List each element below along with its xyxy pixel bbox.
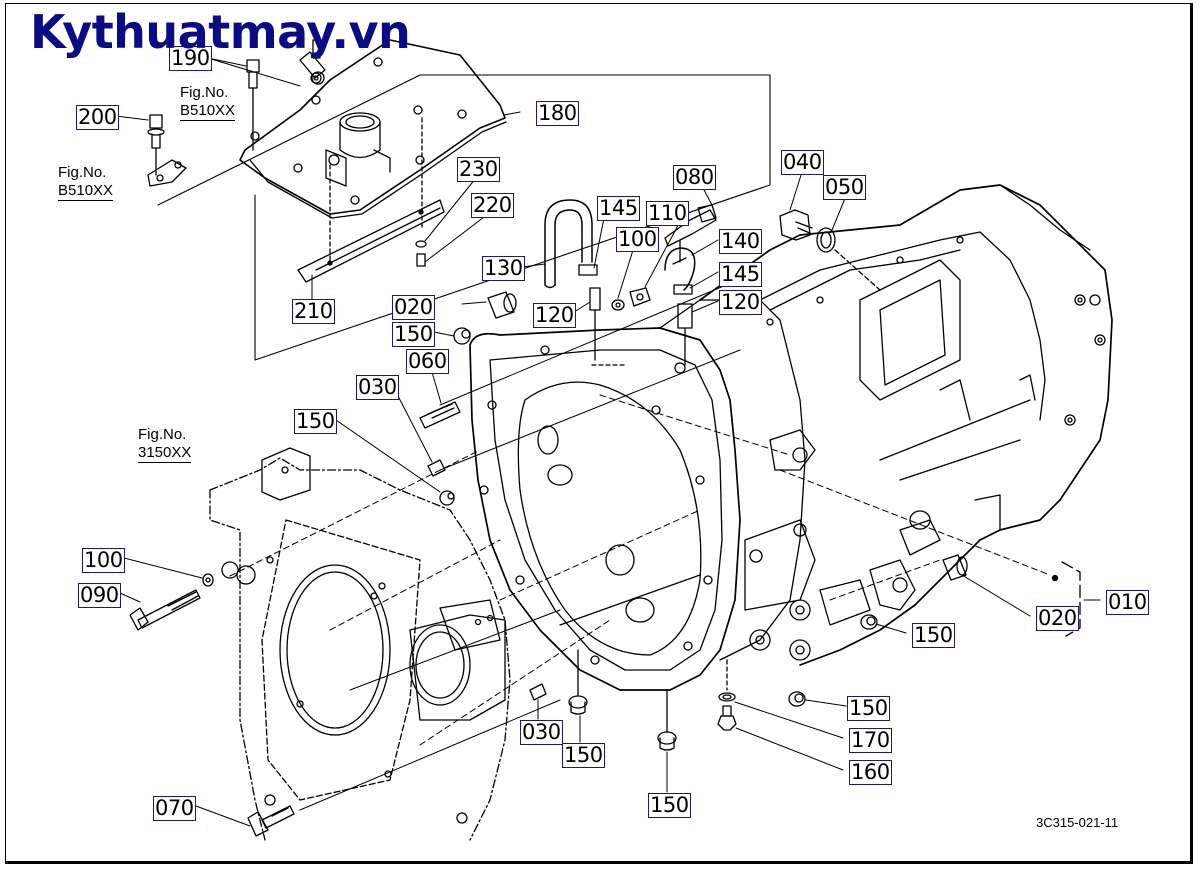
callout-150-right[interactable]: 150 — [912, 623, 955, 648]
fig-ref-cover[interactable]: Fig.No. 3150XX — [138, 426, 192, 463]
callout-150-bottom-left[interactable]: 150 — [562, 743, 605, 768]
callout-150-bottom-right[interactable]: 150 — [847, 696, 890, 721]
fig-ref-left[interactable]: Fig.No. B510XX — [58, 164, 114, 201]
fig-ref-top[interactable]: Fig.No. B510XX — [180, 84, 236, 121]
callout-050[interactable]: 050 — [823, 175, 866, 200]
breather-hose-130 — [544, 199, 601, 361]
callout-145-right[interactable]: 145 — [719, 262, 762, 287]
bracket-plate-210 — [297, 117, 445, 283]
callout-145-left[interactable]: 145 — [597, 196, 640, 221]
top-cover-plate — [239, 39, 507, 219]
bottom-parts — [529, 554, 1081, 751]
callout-080[interactable]: 080 — [673, 165, 716, 190]
fig-ref-cover-line1: Fig.No. — [138, 426, 187, 443]
leader-lines-solid — [299, 274, 751, 811]
transmission-case — [699, 184, 1113, 666]
callout-070[interactable]: 070 — [153, 796, 196, 821]
fig-ref-top-line2: B510XX — [180, 102, 236, 121]
front-cover-ref — [209, 447, 511, 841]
callout-030-bottom[interactable]: 030 — [520, 720, 563, 745]
callout-040[interactable]: 040 — [781, 150, 824, 175]
callout-200[interactable]: 200 — [76, 105, 119, 130]
cover-subassembly-frame — [157, 74, 771, 361]
callout-230[interactable]: 230 — [457, 157, 500, 182]
bolt-090 — [129, 573, 214, 631]
fittings-center — [611, 204, 717, 366]
callout-210[interactable]: 210 — [292, 299, 335, 324]
callout-090[interactable]: 090 — [78, 583, 121, 608]
callout-150-top[interactable]: 150 — [392, 322, 435, 347]
small-parts-left — [419, 291, 517, 506]
callout-030-top[interactable]: 030 — [356, 375, 399, 400]
bolts-top-left — [147, 39, 326, 187]
bolt-070 — [247, 805, 295, 837]
fig-ref-left-line2: B510XX — [58, 182, 114, 201]
drawing-frame — [5, 3, 1193, 864]
callout-150-bottom[interactable]: 150 — [648, 793, 691, 818]
callout-110[interactable]: 110 — [646, 201, 689, 226]
fig-ref-left-line1: Fig.No. — [58, 164, 107, 181]
callout-170[interactable]: 170 — [849, 728, 892, 753]
callout-180[interactable]: 180 — [536, 101, 579, 126]
clutch-housing — [469, 299, 941, 691]
callout-010[interactable]: 010 — [1106, 590, 1149, 615]
callout-020-right[interactable]: 020 — [1036, 606, 1079, 631]
watermark: Kythuatmay.vn — [30, 5, 411, 59]
plug-and-seal — [779, 209, 881, 291]
fig-ref-cover-line2: 3150XX — [138, 444, 192, 463]
callout-120-left[interactable]: 120 — [533, 303, 576, 328]
fig-ref-top-line1: Fig.No. — [180, 84, 229, 101]
drawing-code: 3C315-021-11 — [1036, 815, 1119, 830]
callout-190[interactable]: 190 — [169, 46, 212, 71]
callout-220[interactable]: 220 — [471, 193, 514, 218]
callout-160[interactable]: 160 — [849, 760, 892, 785]
callout-020-top[interactable]: 020 — [392, 295, 435, 320]
callout-100-left[interactable]: 100 — [82, 548, 125, 573]
alignment-lines — [229, 394, 1051, 746]
callout-130[interactable]: 130 — [482, 256, 525, 281]
callout-060[interactable]: 060 — [406, 349, 449, 374]
callout-150-left[interactable]: 150 — [294, 409, 337, 434]
callout-100-top[interactable]: 100 — [616, 227, 659, 252]
callout-120-right[interactable]: 120 — [719, 290, 762, 315]
callout-leaders — [115, 57, 1101, 827]
callout-140[interactable]: 140 — [719, 229, 762, 254]
